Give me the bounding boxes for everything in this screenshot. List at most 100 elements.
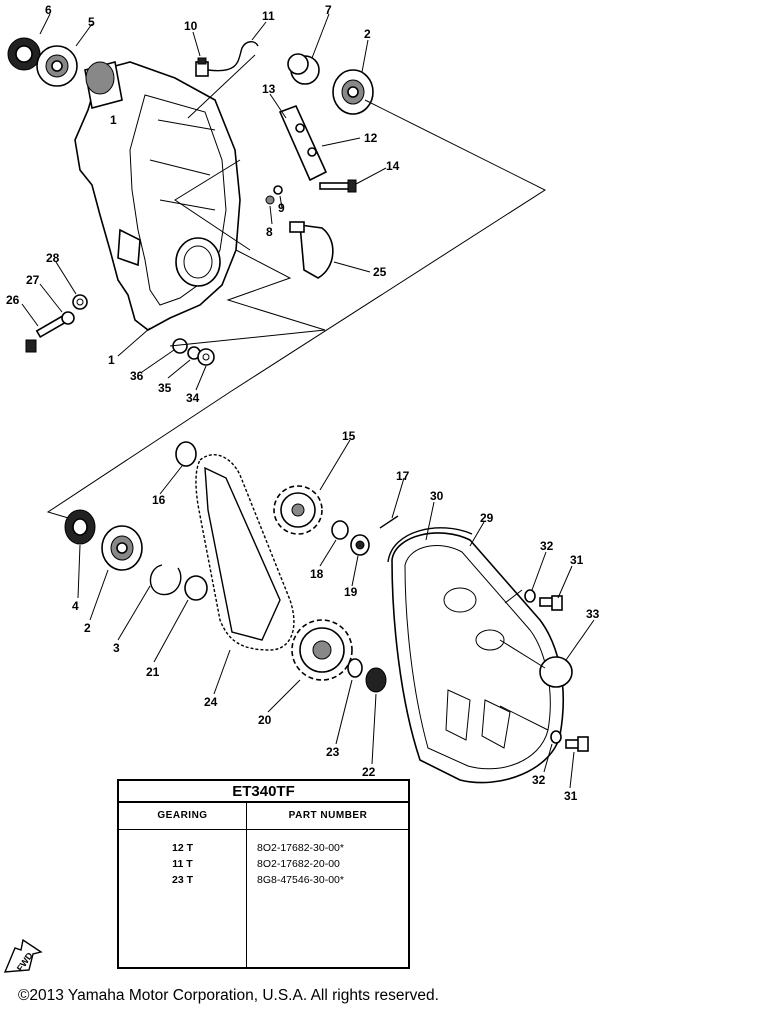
bearing-6	[7, 37, 41, 71]
callout-8: 8	[266, 225, 273, 239]
cap-33	[539, 656, 573, 688]
callout-4: 4	[72, 599, 79, 613]
sprocket-15	[273, 485, 323, 535]
alignment-line-mid	[169, 249, 326, 347]
callout-6: 6	[45, 3, 52, 17]
table-row: 11 T 8O2-17682-20-00	[119, 857, 408, 871]
callout-12: 12	[364, 131, 378, 145]
nut-8	[265, 195, 275, 205]
bolt-31-lower	[565, 736, 589, 752]
callout-1-upper: 1	[108, 353, 115, 367]
callout-33: 33	[586, 607, 600, 621]
table-row: 12 T 8O2-17682-30-00*	[119, 841, 408, 855]
callout-16: 16	[152, 493, 166, 507]
nut-19	[350, 534, 370, 556]
callout-32-lower: 32	[532, 773, 546, 787]
chain-case-cover-29	[391, 532, 565, 784]
part-number-cell: 8G8-47546-30-00*	[257, 874, 344, 886]
fwd-arrow-icon: FWD	[3, 938, 43, 973]
callout-31-upper: 31	[570, 553, 584, 567]
washer-32-upper	[524, 589, 536, 603]
washer-18	[331, 520, 349, 540]
chain-case-housing	[74, 61, 241, 331]
callout-3: 3	[113, 641, 120, 655]
callout-21: 21	[146, 665, 160, 679]
washer-9	[273, 185, 283, 195]
callout-17: 17	[396, 469, 410, 483]
callout-2-upper: 2	[364, 27, 371, 41]
callout-22: 22	[362, 765, 376, 779]
callout-27: 27	[26, 273, 40, 287]
washer-27	[61, 311, 75, 325]
callout-14: 14	[386, 159, 400, 173]
part-number-cell: 8O2-17682-30-00*	[257, 842, 344, 854]
tensioner-25	[289, 221, 334, 279]
callout-20: 20	[258, 713, 272, 727]
bearing-2-upper	[332, 69, 374, 115]
nut-22	[365, 667, 387, 693]
callout-23: 23	[326, 745, 340, 759]
column-header-gearing: GEARING	[157, 810, 208, 821]
callout-13: 13	[262, 82, 276, 96]
callout-10: 10	[184, 19, 198, 33]
callout-19: 19	[344, 585, 358, 599]
bearing-2-lower	[101, 525, 143, 571]
breather-hose-11	[207, 41, 259, 72]
washer-23	[347, 658, 363, 678]
washer-32-lower	[550, 730, 562, 744]
gearing-part-number-table: ET340TF GEARING PART NUMBER 12 T 8O2-176…	[117, 779, 410, 969]
bearing-4	[64, 509, 96, 545]
callout-25: 25	[373, 265, 387, 279]
column-header-part-number: PART NUMBER	[288, 810, 368, 821]
copyright-notice: ©2013 Yamaha Motor Corporation, U.S.A. A…	[18, 987, 439, 1004]
callout-11: 11	[262, 9, 275, 23]
circlip-3	[149, 564, 182, 596]
callout-9: 9	[278, 201, 285, 215]
table-title: ET340TF	[119, 781, 408, 803]
callout-1-top: 1	[110, 113, 117, 127]
callout-7: 7	[325, 3, 332, 17]
callout-30: 30	[430, 489, 444, 503]
callout-24: 24	[204, 695, 218, 709]
callout-5: 5	[88, 15, 95, 29]
gearing-cell: 12 T	[171, 842, 193, 854]
collar-21	[184, 575, 208, 601]
alignment-line-top	[174, 54, 256, 251]
alignment-line-upper	[46, 99, 547, 521]
callout-34: 34	[186, 391, 200, 405]
leader-lines	[21, 13, 595, 789]
bearing-16	[175, 441, 197, 467]
callout-15: 15	[342, 429, 356, 443]
bearing-5	[36, 45, 78, 87]
gearing-cell: 11 T	[172, 858, 193, 870]
callout-36: 36	[130, 369, 144, 383]
callout-26: 26	[6, 293, 20, 307]
bolt-31-upper	[539, 595, 563, 611]
column-divider	[246, 803, 247, 969]
breather-fitting-10	[195, 57, 209, 77]
part-number-cell: 8O2-17682-20-00	[257, 858, 340, 870]
callout-28: 28	[46, 251, 60, 265]
washer-36	[172, 338, 188, 354]
callout-32-upper: 32	[540, 539, 554, 553]
callout-2-lower: 2	[84, 621, 91, 635]
tensioner-plate-12	[278, 104, 328, 182]
header-divider	[119, 829, 408, 830]
callout-29: 29	[480, 511, 494, 525]
washer-28	[72, 294, 88, 310]
callout-18: 18	[310, 567, 324, 581]
sprocket-20	[291, 619, 353, 681]
pin-17	[379, 515, 399, 529]
nut-34	[197, 348, 215, 366]
gearing-cell: 23 T	[171, 874, 193, 886]
cover-gasket-30	[387, 527, 473, 563]
callout-31-lower: 31	[564, 789, 578, 803]
callout-35: 35	[158, 381, 172, 395]
callouts: 6 5 10 11 7 2 13 12 14 9 8 25 28 27 26 1…	[6, 3, 600, 803]
collar-7	[287, 53, 320, 85]
bolt-14	[319, 179, 357, 193]
table-row: 23 T 8G8-47546-30-00*	[119, 873, 408, 887]
alignment-line-cover	[499, 589, 549, 731]
drive-chain-24	[195, 454, 295, 651]
